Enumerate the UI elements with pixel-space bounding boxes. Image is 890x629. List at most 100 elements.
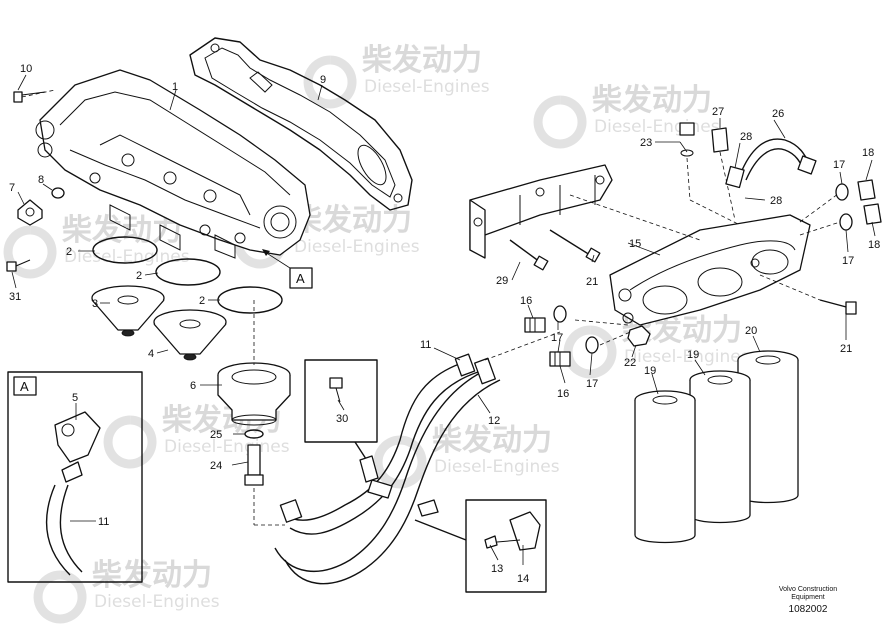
- leader-lines: [11, 74, 876, 565]
- gasket-part: [189, 37, 413, 211]
- bolt-part: [509, 239, 549, 271]
- callout-11: 11: [98, 516, 109, 528]
- callout-5: 5: [72, 392, 78, 404]
- callout-4: 4: [148, 348, 154, 360]
- callout-2: 2: [199, 295, 205, 307]
- callout-27: 27: [712, 106, 724, 118]
- svg-text:Diesel-Engines: Diesel-Engines: [434, 457, 560, 477]
- callout-15: 15: [629, 238, 641, 250]
- detail-marker: A: [262, 249, 313, 289]
- nut-part: [627, 325, 651, 347]
- callout-19: 19: [687, 349, 699, 361]
- diagram-footer: Volvo Construction Equipment 1082002: [779, 586, 837, 615]
- detail-inset: A: [7, 371, 143, 583]
- fitting-part: [711, 127, 736, 221]
- callout-19: 19: [644, 365, 656, 377]
- callout-17: 17: [551, 332, 563, 344]
- svg-text:柴发动力: 柴发动力: [62, 213, 182, 248]
- svg-text:Diesel-Engines: Diesel-Engines: [94, 592, 220, 612]
- flange-part: [17, 199, 43, 226]
- svg-text:Diesel-Engines: Diesel-Engines: [624, 347, 750, 367]
- callout-26: 26: [772, 108, 784, 120]
- svg-text:Diesel-Engines: Diesel-Engines: [164, 437, 290, 457]
- plug-part: [857, 179, 876, 201]
- svg-text:Diesel-Engines: Diesel-Engines: [364, 77, 490, 97]
- callout-14: 14: [517, 573, 529, 585]
- callout-11: 11: [420, 339, 431, 351]
- callout-12: 12: [488, 415, 500, 427]
- oil-filter-part: [689, 370, 751, 524]
- detail-inset: [304, 359, 378, 463]
- callout-20: 20: [745, 325, 757, 337]
- detail-inset-label: A: [20, 379, 29, 394]
- hose-part: [739, 138, 817, 181]
- callout-6: 6: [190, 380, 196, 392]
- o-ring-part: [217, 286, 283, 314]
- watermark-tile: 柴发动力 Diesel-Engines: [373, 423, 560, 489]
- callout-30: 30: [336, 413, 348, 425]
- oil-filter-part: [634, 390, 696, 544]
- svg-text:Diesel-Engines: Diesel-Engines: [594, 117, 720, 137]
- bolt-part: [6, 259, 31, 272]
- callout-16: 16: [520, 295, 532, 307]
- callout-3: 3: [92, 298, 98, 310]
- svg-text:Diesel-Engines: Diesel-Engines: [64, 247, 190, 267]
- callout-10: 10: [20, 63, 32, 75]
- callout-17: 17: [833, 159, 845, 171]
- callout-7: 7: [9, 182, 15, 194]
- svg-text:柴发动力: 柴发动力: [432, 423, 552, 458]
- svg-text:A: A: [296, 271, 305, 286]
- washer-part: [835, 183, 849, 201]
- bolt-part: [549, 229, 601, 263]
- callout-2: 2: [136, 270, 142, 282]
- svg-text:Diesel-Engines: Diesel-Engines: [294, 237, 420, 257]
- callout-23: 23: [640, 137, 652, 149]
- svg-text:柴发动力: 柴发动力: [592, 83, 712, 118]
- bolt-part: [759, 274, 857, 315]
- callout-16: 16: [557, 388, 569, 400]
- callout-1: 1: [172, 81, 178, 93]
- callout-17: 17: [586, 378, 598, 390]
- callout-9: 9: [320, 74, 326, 86]
- o-ring-part: [92, 236, 158, 264]
- callout-22: 22: [624, 357, 636, 369]
- callout-24: 24: [210, 460, 222, 472]
- strainer-cone-part: [91, 285, 165, 337]
- callout-21: 21: [586, 276, 598, 288]
- publisher-name: Volvo Construction: [779, 586, 837, 593]
- filter-cup-part: [217, 300, 291, 426]
- o-ring-part: [155, 258, 221, 286]
- callout-25: 25: [210, 429, 222, 441]
- callout-21: 21: [840, 343, 852, 355]
- callout-28: 28: [770, 195, 782, 207]
- watermark-tile: 柴发动力 Diesel-Engines: [303, 43, 490, 109]
- pipe-nipple-part: [244, 444, 285, 526]
- svg-text:柴发动力: 柴发动力: [362, 43, 482, 78]
- watermark-tile: 柴发动力 Diesel-Engines: [3, 213, 190, 279]
- adapter-part: [524, 305, 567, 333]
- oil-filter-housing: [35, 69, 311, 259]
- oil-pipe-part: [274, 331, 561, 585]
- strainer-cone-part: [153, 309, 227, 361]
- washer-part: [839, 213, 853, 231]
- callout-2: 2: [66, 246, 72, 258]
- callout-8: 8: [38, 174, 44, 186]
- detail-inset: [414, 499, 547, 593]
- callout-28: 28: [740, 131, 752, 143]
- washer-part: [51, 187, 65, 199]
- svg-text:柴发动力: 柴发动力: [92, 558, 212, 593]
- callout-18: 18: [868, 239, 880, 251]
- callout-31: 31: [9, 291, 21, 303]
- callout-13: 13: [491, 563, 503, 575]
- callout-29: 29: [496, 275, 508, 287]
- fitting-part: [725, 165, 745, 189]
- callout-18: 18: [862, 147, 874, 159]
- callout-17: 17: [842, 255, 854, 267]
- diagram-code: 1082002: [789, 604, 828, 615]
- publisher-subname: Equipment: [791, 594, 825, 601]
- callout-labels: 1 2 2 2 3 4 5 6 7 8 9 10 11 11 12 13 14 …: [9, 63, 880, 585]
- plug-part: [863, 203, 882, 225]
- filter-head-bracket: [469, 164, 811, 346]
- plug-part: [679, 122, 741, 226]
